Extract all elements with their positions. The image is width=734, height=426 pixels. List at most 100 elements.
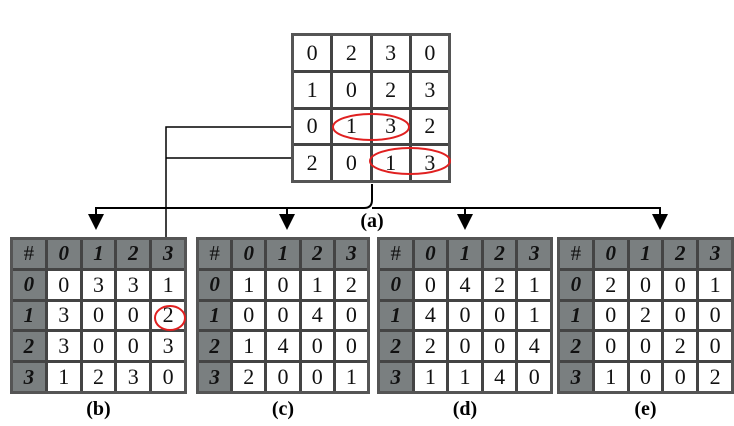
table-cell: 0	[233, 301, 265, 330]
table-cell: 1	[699, 270, 731, 299]
table-cell: 0	[483, 332, 516, 361]
corner-header: #	[13, 240, 45, 268]
table-cell: 0	[664, 301, 697, 330]
row-header: 0	[199, 270, 231, 299]
table-cell: 2	[483, 270, 516, 299]
table-cell: 0	[664, 270, 697, 299]
row-header: 2	[199, 332, 231, 361]
table-cell: 0	[47, 270, 80, 299]
table-cell: 0	[629, 363, 662, 391]
table-cell: 0	[594, 301, 627, 330]
table-cell: 0	[699, 301, 731, 330]
label-d: (d)	[452, 398, 478, 420]
table-cell: 0	[483, 301, 516, 330]
table-cell: 1	[594, 363, 627, 391]
matrix-cell: 2	[411, 109, 448, 144]
table-cell: 3	[117, 363, 150, 391]
table-cell: 0	[267, 270, 299, 299]
corner-header: #	[199, 240, 231, 268]
column-header: 3	[335, 240, 367, 268]
column-header: 2	[664, 240, 697, 268]
column-header: 0	[414, 240, 447, 268]
label-b: (b)	[86, 398, 111, 420]
table-cell: 0	[335, 332, 367, 361]
table-cell: 0	[301, 363, 333, 391]
row-header: 1	[380, 301, 412, 330]
matrix-cell: 0	[333, 146, 370, 180]
table-cell: 1	[518, 301, 550, 330]
row-header: 0	[13, 270, 45, 299]
row-header: 1	[13, 301, 45, 330]
table-cell: 1	[414, 363, 447, 391]
table-cell: 2	[152, 301, 184, 330]
table-cell: 1	[301, 270, 333, 299]
table-cell: 2	[699, 363, 731, 391]
table-cell: 0	[82, 301, 115, 330]
matrix-cell: 2	[294, 146, 331, 180]
table-cell: 3	[47, 332, 80, 361]
row-header: 3	[380, 363, 412, 391]
table-cell: 0	[267, 301, 299, 330]
table-cell: 4	[483, 363, 516, 391]
table-cell: 0	[449, 332, 481, 361]
table-cell: 1	[449, 363, 481, 391]
table-cell: 2	[594, 270, 627, 299]
table-cell: 3	[152, 332, 184, 361]
table-cell: 0	[664, 363, 697, 391]
table-cell: 0	[301, 332, 333, 361]
label-a: (a)	[360, 210, 384, 232]
row-header: 2	[380, 332, 412, 361]
column-header: 1	[629, 240, 662, 268]
table-cell: 2	[664, 332, 697, 361]
row-header: 3	[13, 363, 45, 391]
column-header: 0	[47, 240, 80, 268]
column-header: 0	[594, 240, 627, 268]
table-cell: 1	[233, 270, 265, 299]
matrix-cell: 3	[372, 36, 409, 70]
column-header: 2	[117, 240, 150, 268]
row-header: 2	[13, 332, 45, 361]
table-cell: 4	[267, 332, 299, 361]
table-cell: 3	[82, 270, 115, 299]
corner-header: #	[560, 240, 592, 268]
column-header: 3	[152, 240, 184, 268]
row-header: 3	[560, 363, 592, 391]
matrix-cell: 0	[294, 36, 331, 70]
matrix-cell: 0	[294, 109, 331, 144]
row-header: 1	[560, 301, 592, 330]
row-header: 0	[560, 270, 592, 299]
matrix-cell: 2	[372, 72, 409, 107]
table-cell: 2	[629, 301, 662, 330]
table-cell: 0	[82, 332, 115, 361]
table-cell: 3	[117, 270, 150, 299]
row-header: 1	[199, 301, 231, 330]
matrix-cell: 3	[411, 72, 448, 107]
matrix-cell: 3	[372, 109, 409, 144]
column-header: 1	[449, 240, 481, 268]
table-cell: 1	[518, 270, 550, 299]
table-cell: 4	[518, 332, 550, 361]
table-cell: 0	[594, 332, 627, 361]
column-header: 2	[301, 240, 333, 268]
bracket-line	[88, 184, 373, 230]
matrix-cell: 1	[333, 109, 370, 144]
row-header: 3	[199, 363, 231, 391]
table-cell: 0	[518, 363, 550, 391]
table-cell: 0	[267, 363, 299, 391]
matrix-cell: 0	[333, 72, 370, 107]
table-cell: 4	[449, 270, 481, 299]
table-cell: 0	[117, 301, 150, 330]
table-cell: 0	[629, 332, 662, 361]
table-cell: 0	[414, 270, 447, 299]
table-cell: 4	[301, 301, 333, 330]
label-e: (e)	[634, 398, 657, 420]
table-cell: 2	[233, 363, 265, 391]
matrix-cell: 1	[294, 72, 331, 107]
table-cell: 2	[414, 332, 447, 361]
table-cell: 3	[47, 301, 80, 330]
matrix-cell: 1	[372, 146, 409, 180]
